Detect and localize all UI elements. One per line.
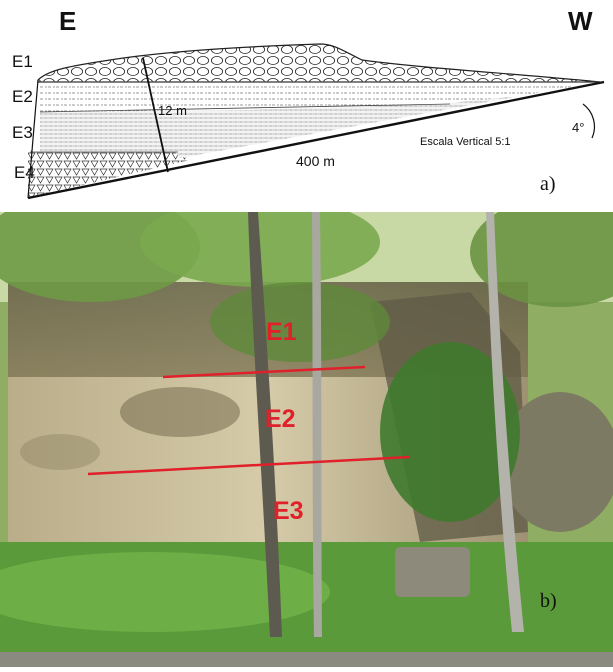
base-surface-line — [27, 80, 605, 200]
tree-trunk-3 — [486, 212, 524, 632]
length-label: 400 m — [296, 153, 335, 169]
contact-e2-e3 — [39, 103, 451, 113]
slope-angle-arc — [582, 103, 596, 139]
tree-trunk-2 — [312, 212, 322, 637]
cross-section-svg — [27, 43, 605, 200]
scale-label: Escala Vertical 5:1 — [420, 136, 511, 148]
thickness-label: 12 m — [158, 103, 187, 118]
outcrop-photo: E1 E2 E3 b) — [0, 192, 613, 667]
contact-line-e1-e2 — [162, 365, 366, 379]
layer-label-e4: E4 — [14, 163, 35, 182]
layer-label-e1: E1 — [12, 52, 33, 71]
layer-e1-fill — [37, 43, 601, 83]
photo-label-e1: E1 — [266, 318, 297, 346]
layer-e2-fill — [40, 82, 600, 112]
label-east: E — [59, 6, 77, 36]
cross-section-diagram: E W E1 E2 E3 E4 12 m 400 m 4° Escala Ver… — [0, 0, 613, 210]
label-west: W — [568, 6, 593, 36]
layer-e3-fill — [40, 96, 520, 158]
east-edge-line — [27, 79, 39, 199]
photo-label-e2: E2 — [265, 405, 296, 433]
tree-trunk-1 — [248, 212, 282, 637]
layer-label-e2: E2 — [12, 87, 33, 106]
slope-label: 4° — [572, 120, 585, 135]
outcrop-photo-svg — [0, 192, 613, 667]
panel-a-tag: a) — [540, 173, 556, 195]
panel-b-tag: b) — [540, 590, 557, 612]
layer-label-e3: E3 — [12, 123, 33, 142]
contact-line-e2-e3 — [87, 455, 411, 476]
layer-e4-fill — [28, 150, 190, 198]
thickness-marker-line — [142, 57, 169, 173]
photo-label-e3: E3 — [273, 497, 304, 525]
